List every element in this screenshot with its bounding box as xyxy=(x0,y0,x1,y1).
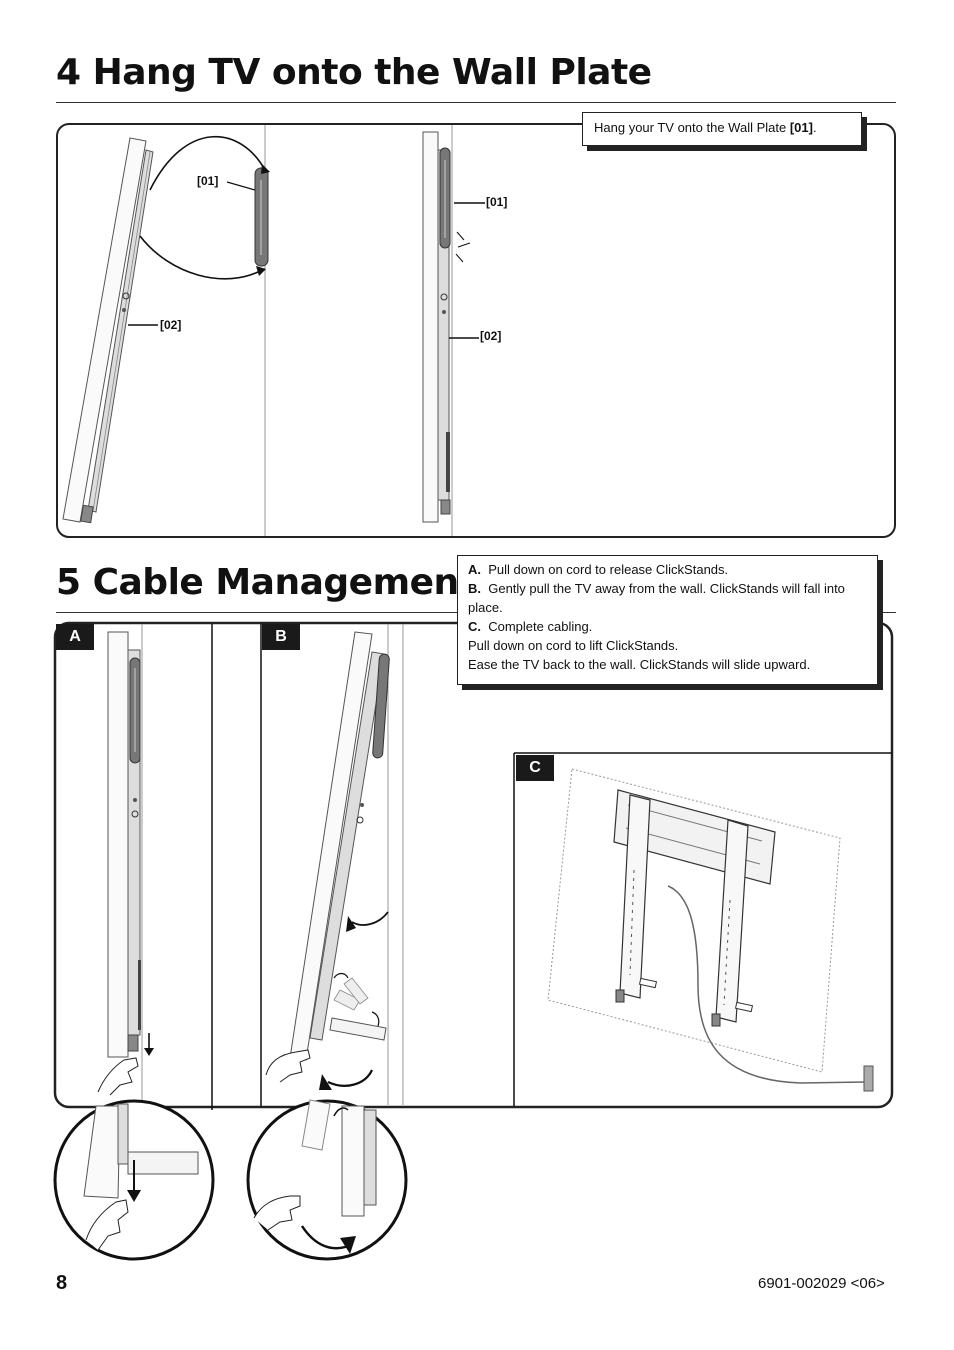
extra-line-2: Ease the TV back to the wall. ClickStand… xyxy=(468,657,811,672)
zoom-circle-a xyxy=(53,1099,215,1261)
zoom-circle-b xyxy=(246,1099,408,1261)
section-4-instruction-box: Hang your TV onto the Wall Plate [01]. xyxy=(582,112,862,146)
step-b-text: Gently pull the TV away from the wall. C… xyxy=(468,581,845,615)
panel-a-drawing xyxy=(97,624,154,1105)
panel-b-drawing xyxy=(265,624,404,1105)
section-4-rule xyxy=(56,102,896,103)
step-c-prefix: C. xyxy=(468,619,481,634)
panel-c-drawing xyxy=(547,768,874,1092)
step-b: B. Gently pull the TV away from the wall… xyxy=(468,579,867,617)
instruction-ref: [01] xyxy=(789,120,813,135)
section-5-instruction-box: A. Pull down on cord to release ClickSta… xyxy=(457,555,878,685)
panel-tag-c: C xyxy=(516,755,554,781)
callout-left-02: [02] xyxy=(160,318,182,332)
document-code: 6901-002029 <06> xyxy=(758,1275,885,1292)
callout-right-02: [02] xyxy=(480,329,502,343)
section-5-title: 5 Cable Management xyxy=(56,562,476,603)
section-4-title: 4 Hang TV onto the Wall Plate xyxy=(56,52,652,93)
callout-left-01: [01] xyxy=(197,174,219,188)
extra-line-1: Pull down on cord to lift ClickStands. xyxy=(468,638,679,653)
step-c-text: Complete cabling. xyxy=(488,619,593,634)
step-a: A. Pull down on cord to release ClickSta… xyxy=(468,560,867,579)
panel-tag-a: A xyxy=(56,624,94,650)
step-a-text: Pull down on cord to release ClickStands… xyxy=(488,562,729,577)
hung-tv-drawing xyxy=(422,131,485,523)
instruction-end: . xyxy=(812,120,817,135)
step-b-prefix: B. xyxy=(468,581,481,596)
panel-tag-b: B xyxy=(262,624,300,650)
instruction-text: Hang your TV onto the Wall Plate xyxy=(594,120,790,135)
step-a-prefix: A. xyxy=(468,562,481,577)
page-number: 8 xyxy=(56,1272,68,1294)
step-c: C. Complete cabling. xyxy=(468,617,867,636)
callout-right-01: [01] xyxy=(486,195,508,209)
